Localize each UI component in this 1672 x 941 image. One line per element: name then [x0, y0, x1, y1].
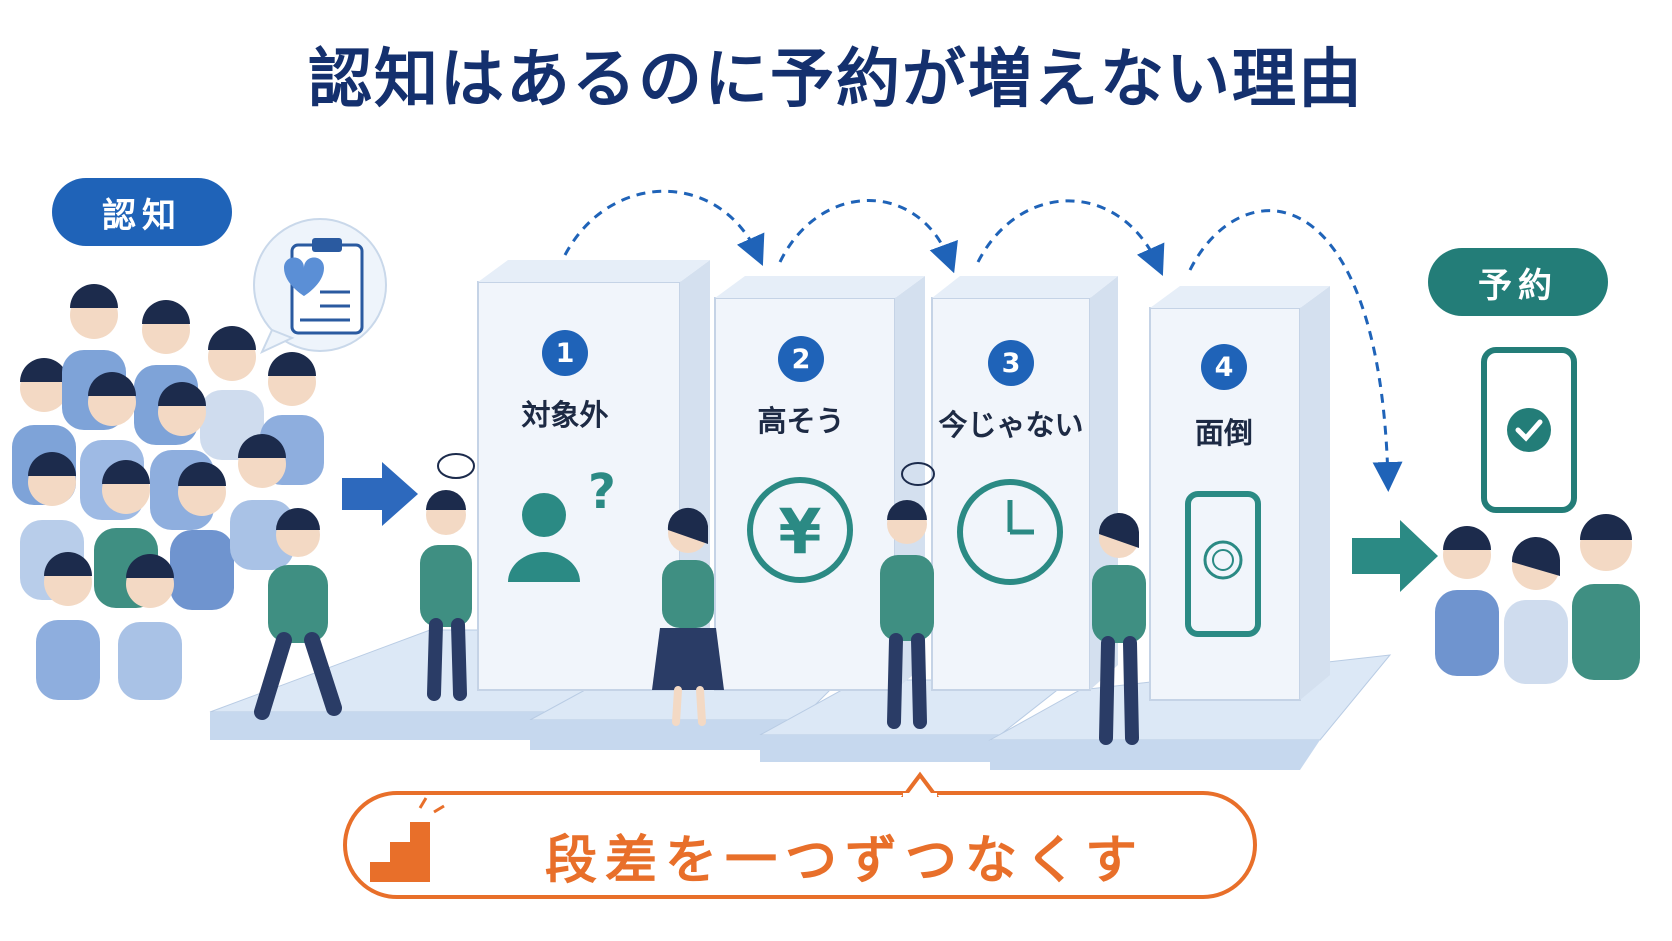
callout-box: [343, 771, 1257, 899]
pillar-2: [714, 276, 925, 691]
callout-text: 段差を一つずつなくす: [545, 831, 1146, 891]
thinking-person-2: [652, 507, 724, 726]
yen-icon: ¥: [747, 477, 853, 583]
barrier-2-label: 高そう: [757, 404, 845, 438]
person-question-icon: ?: [508, 464, 616, 582]
thinking-person-4: [1092, 513, 1146, 745]
svg-text:?: ?: [588, 464, 616, 520]
thinking-person-3: [880, 462, 935, 729]
pillar-1: [477, 260, 710, 691]
thinking-person-1: [420, 453, 475, 701]
booking-confirmed-phone-icon: [1481, 347, 1577, 513]
booked-people: [1435, 514, 1640, 684]
clipboard-bubble: [253, 218, 387, 355]
crowd-of-people: [12, 284, 324, 700]
awareness-badge: 認知: [52, 178, 232, 246]
barrier-1-label: 対象外: [521, 398, 609, 432]
page-title: 認知はあるのに予約が増えない理由: [308, 43, 1364, 117]
floor-platforms: [209, 629, 1392, 770]
clock-icon: [957, 479, 1063, 585]
barrier-3-label: 今じゃない: [938, 408, 1084, 442]
walking-person: [254, 508, 342, 720]
barrier-4-label: 面倒: [1194, 416, 1253, 450]
stairs-icon: [370, 797, 445, 882]
flow-arrow-blue: [342, 462, 418, 526]
flow-arrow-teal: [1352, 520, 1438, 592]
barrier-2-number: 2: [778, 336, 824, 382]
skip-arrows: [563, 189, 1403, 492]
smartphone-loading-icon: [1185, 491, 1261, 637]
barrier-3-number: 3: [988, 340, 1034, 386]
barrier-1-number: 1: [542, 330, 588, 376]
booking-badge: 予約: [1428, 248, 1608, 316]
svg-text:¥: ¥: [778, 495, 821, 568]
barrier-4-number: 4: [1201, 344, 1247, 390]
